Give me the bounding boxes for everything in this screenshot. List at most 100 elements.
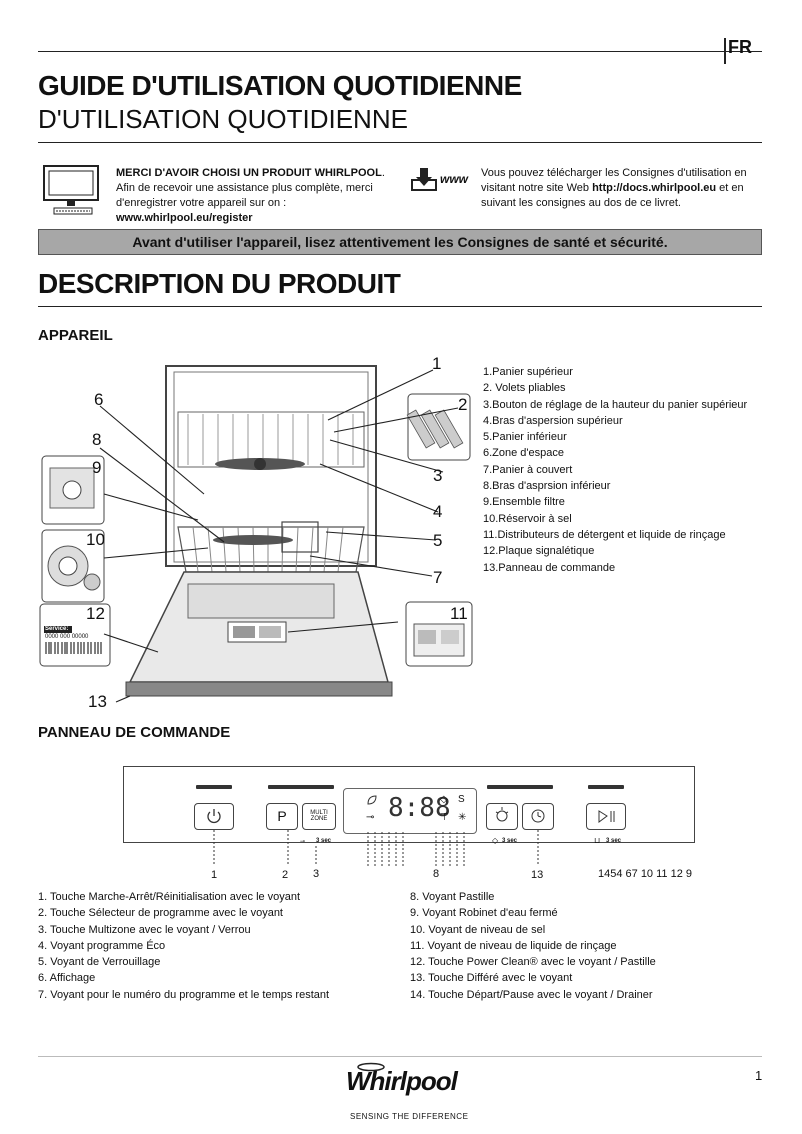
callout-12: 12	[86, 604, 105, 623]
tap-icon: ⊤	[440, 812, 449, 823]
page-number: 1	[755, 1068, 763, 1083]
panel-num-right: 1454 67 10 11 12 9	[598, 868, 692, 880]
callout-4: 4	[433, 502, 443, 521]
legend-item: 1. Touche Marche-Arrêt/Réinitialisation …	[38, 891, 301, 903]
legend-item: 5. Voyant de Verrouillage	[38, 956, 161, 969]
tablet-icon: ◇	[440, 794, 448, 805]
docs-link[interactable]: http://docs.whirlpool.eu	[592, 182, 717, 194]
part-item: 11.Distributeurs de détergent et liquide…	[483, 528, 726, 541]
legend-item: 7. Voyant pour le numéro du programme et…	[38, 988, 330, 1001]
plate-service: Service:	[45, 626, 69, 632]
display-digits: 8:88	[388, 793, 451, 823]
legend-item: 4. Voyant programme Éco	[38, 939, 166, 952]
plate-number: 0000 000 00000	[45, 634, 89, 640]
register-info: MERCI D'AVOIR CHOISI UN PRODUIT WHIRLPOO…	[116, 166, 386, 226]
start-led	[588, 785, 624, 789]
www-label: www	[440, 172, 469, 186]
appareil-heading: APPAREIL	[38, 327, 113, 344]
control-panel	[123, 766, 695, 843]
callout-7: 7	[433, 568, 443, 587]
lock-indicator-icon: ⊸	[366, 812, 375, 823]
section-title: DESCRIPTION DU PRODUIT	[38, 268, 401, 299]
legend-item: 3. Touche Multizone avec le voyant / Ver…	[38, 923, 251, 936]
callout-10: 10	[86, 530, 105, 549]
download-text-3: suivant les consignes au dos de ce livre…	[481, 197, 681, 209]
multizone-sec-label: 3 sec	[316, 838, 332, 844]
power-icon	[207, 809, 221, 824]
whirlpool-swirl-icon	[357, 1062, 385, 1072]
parts-list: 1.Panier supérieur 2. Volets pliables 3.…	[483, 364, 747, 576]
powerclean-button[interactable]	[486, 803, 518, 830]
panel-legend-left: 1. Touche Marche-Arrêt/Réinitialisation …	[38, 889, 329, 1003]
dishwasher-illustration	[39, 365, 473, 703]
powerclean-sec-label: 3 sec	[502, 838, 518, 844]
drain-icon: ⊔	[594, 836, 601, 845]
callout-13: 13	[88, 692, 107, 711]
eco-icon	[367, 795, 377, 805]
part-item: 10.Réservoir à sel	[483, 512, 572, 525]
part-item: 6.Zone d'espace	[483, 447, 564, 460]
register-text-1: Afin de recevoir une assistance plus com…	[116, 182, 373, 194]
multizone-label-1: MULTI	[310, 810, 328, 816]
part-item: 4.Bras d'aspersion supérieur	[483, 414, 623, 427]
panneau-heading: PANNEAU DE COMMANDE	[38, 724, 231, 741]
register-link[interactable]: www.whirlpool.eu/register	[116, 212, 253, 224]
lang-divider	[724, 38, 726, 64]
legend-item: 2. Touche Sélecteur de programme avec le…	[38, 907, 283, 920]
panel-num-3: 3	[313, 868, 320, 880]
brand-logo: Whirlpool	[346, 1066, 458, 1096]
part-item: 9.Ensemble filtre	[483, 496, 565, 509]
part-item: 2. Volets pliables	[483, 382, 566, 395]
page-title: GUIDE D'UTILISATION QUOTIDIENNE	[38, 70, 522, 101]
powerclean-icon	[495, 807, 509, 822]
callout-8: 8	[92, 430, 102, 449]
panel-num-8: 8	[433, 868, 440, 880]
program-button[interactable]: P	[266, 803, 298, 830]
part-item: 1.Panier supérieur	[483, 366, 573, 378]
download-text-1: Vous pouvez télécharger les Consignes d'…	[481, 167, 747, 179]
download-info: Vous pouvez télécharger les Consignes d'…	[481, 166, 771, 211]
callout-2: 2	[458, 395, 468, 414]
legend-item: 11. Voyant de niveau de liquide de rinça…	[410, 939, 617, 952]
lock-icon: ⊸	[300, 839, 306, 845]
legend-item: 12. Touche Power Clean® avec le voyant /…	[410, 956, 656, 969]
start-pause-button[interactable]	[586, 803, 626, 830]
panel-num-2: 2	[282, 869, 289, 881]
callout-6: 6	[94, 390, 104, 409]
salt-icon: S	[458, 794, 465, 805]
clock-icon	[531, 809, 545, 823]
legend-item: 9. Voyant Robinet d'eau fermé	[410, 907, 558, 920]
brand-tagline: SENSING THE DIFFERENCE	[350, 1112, 469, 1121]
register-text-2: d'enregistrer votre appareil sur on :	[116, 197, 287, 209]
multizone-label-2: ZONE	[310, 816, 328, 822]
callout-5: 5	[433, 531, 443, 550]
safety-warning-banner: Avant d'utiliser l'appareil, lisez atten…	[38, 229, 762, 255]
panel-legend-right: 8. Voyant Pastille 9. Voyant Robinet d'e…	[410, 889, 656, 1003]
panel-num-13: 13	[531, 869, 544, 881]
legend-item: 6. Affichage	[38, 972, 96, 985]
callout-9: 9	[92, 458, 102, 477]
language-label: FR	[728, 37, 752, 57]
download-text-2b: et en	[716, 182, 744, 194]
delay-button[interactable]	[522, 803, 554, 830]
multizone-button[interactable]: MULTI ZONE	[302, 803, 336, 830]
panel-num-1: 1	[211, 869, 218, 881]
display-panel	[343, 788, 477, 834]
title-rule	[38, 142, 762, 143]
power-button[interactable]	[194, 803, 234, 830]
thanks-text: MERCI D'AVOIR CHOISI UN PRODUIT WHIRLPOO…	[116, 167, 382, 179]
thanks-dot: .	[381, 167, 385, 179]
page-subtitle: D'UTILISATION QUOTIDIENNE	[38, 104, 408, 134]
top-rule	[38, 51, 762, 52]
legend-item: 10. Voyant de niveau de sel	[410, 923, 546, 936]
part-item: 7.Panier à couvert	[483, 463, 573, 476]
powerclean-led	[487, 785, 553, 789]
footer-rule	[38, 1056, 762, 1057]
power-led	[196, 785, 232, 789]
legend-item: 14. Touche Départ/Pause avec le voyant /…	[410, 988, 653, 1001]
tablet-small-icon: ◇	[492, 836, 499, 845]
play-pause-icon	[598, 810, 615, 823]
download-text-2a: visitant notre site Web	[481, 182, 593, 194]
rinse-icon: ✳	[458, 812, 467, 823]
part-item: 13.Panneau de commande	[483, 561, 616, 574]
